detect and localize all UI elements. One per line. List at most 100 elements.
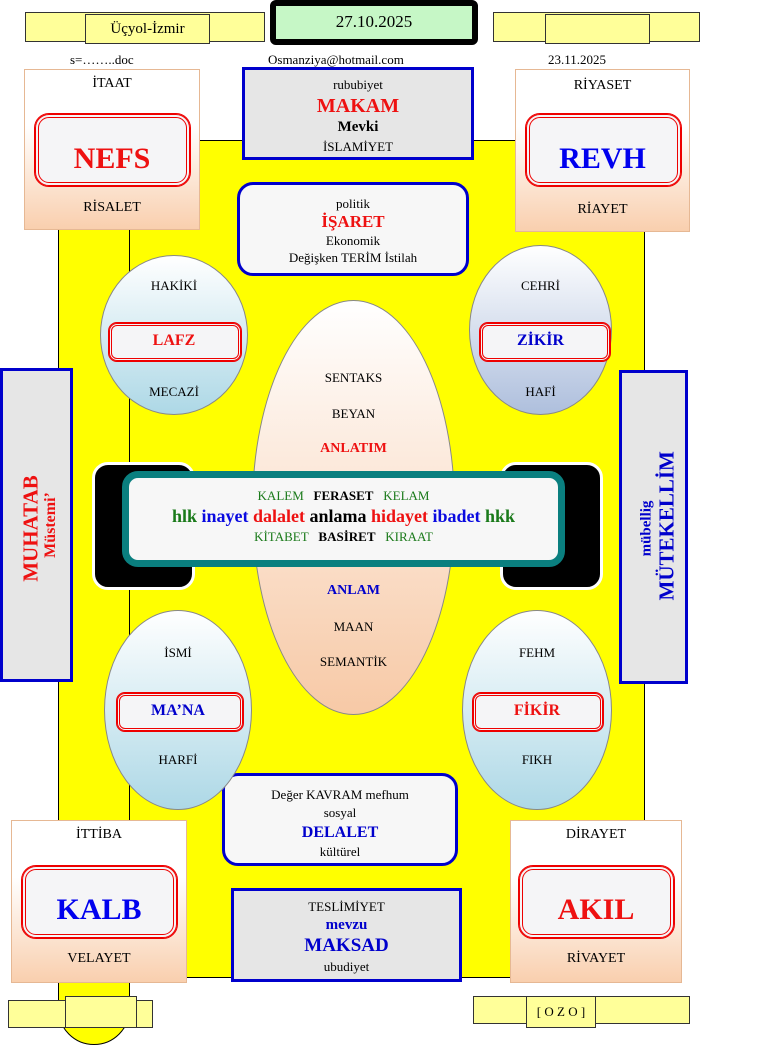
fikir-bottom: FIKH bbox=[521, 752, 553, 767]
lafz-bottom: MECAZİ bbox=[149, 384, 199, 399]
mana-bottom: HARFİ bbox=[158, 752, 198, 767]
delalet-l4: kültürel bbox=[319, 844, 361, 859]
maksad-l2: mevzu bbox=[325, 917, 368, 933]
isaret-box: politik İŞARET Ekonomik Değişken TERİM İ… bbox=[237, 182, 469, 276]
nefs-top: İTAAT bbox=[92, 76, 132, 91]
akil-card: DİRAYET AKIL RİVAYET bbox=[510, 820, 682, 983]
center-banner: KALEM FERASET KELAM hlk inayet dalalet a… bbox=[122, 471, 565, 567]
nefs-main: NEFS bbox=[73, 142, 151, 175]
isaret-l2: İŞARET bbox=[321, 212, 385, 231]
makam-l4: İSLAMİYET bbox=[322, 139, 394, 154]
delalet-l2: sosyal bbox=[323, 805, 357, 820]
maksad-box: TESLİMİYET mevzu MAKSAD ubudiyet bbox=[231, 888, 462, 982]
mana-box bbox=[116, 692, 244, 732]
zikir-box bbox=[479, 322, 611, 362]
muhatab-label: MUHATAB bbox=[18, 475, 43, 582]
bottom-left-ribbon-box bbox=[65, 996, 137, 1028]
delalet-l1: Değer KAVRAM mefhum bbox=[271, 787, 409, 802]
word-dalalet: dalalet bbox=[252, 506, 305, 526]
makam-box: rububiyet MAKAM Mevki İSLAMİYET bbox=[242, 67, 474, 160]
makam-l1: rububiyet bbox=[333, 77, 383, 92]
top-right-ribbon-box bbox=[545, 14, 650, 44]
word-inayet: inayet bbox=[201, 506, 249, 526]
zikir-top: CEHRİ bbox=[521, 278, 560, 293]
isaret-l4: Değişken TERİM İstilah bbox=[288, 250, 418, 265]
kitabet-label: KİTABET bbox=[254, 529, 309, 544]
muhatab-panel: MUHATAB Müstemi’ bbox=[0, 368, 73, 682]
maksad-l3: MAKSAD bbox=[304, 935, 389, 956]
akil-top: DİRAYET bbox=[565, 827, 627, 842]
banner-row-3: KİTABET BASİRET KIRAAT bbox=[129, 528, 558, 545]
fikir-ellipse: FEHM FİKİR FIKH bbox=[462, 610, 612, 810]
zikir-ellipse: CEHRİ ZİKİR HAFİ bbox=[469, 245, 612, 415]
revh-card: RİYASET REVH RİAYET bbox=[515, 69, 690, 232]
revh-main: REVH bbox=[559, 142, 646, 175]
revh-bottom: RİAYET bbox=[577, 202, 628, 217]
center-top-1: SENTAKS bbox=[324, 370, 383, 385]
fikir-main: FİKİR bbox=[513, 702, 561, 719]
kiraat-label: KIRAAT bbox=[385, 529, 433, 544]
fikir-box bbox=[472, 692, 604, 732]
revh-box bbox=[525, 113, 682, 187]
word-anlama: anlama bbox=[309, 506, 367, 526]
footer-tag: [ O Z O ] bbox=[536, 1004, 586, 1019]
location-label-box: Üçyol-İzmir bbox=[85, 14, 210, 44]
email-label: Osmanziya@hotmail.com bbox=[268, 52, 404, 67]
makam-l3: Mevki bbox=[337, 119, 379, 135]
mustemi-label: Müstemi’ bbox=[42, 492, 59, 558]
kalb-main: KALB bbox=[56, 893, 142, 926]
date2-label: 23.11.2025 bbox=[548, 52, 607, 67]
maksad-l1: TESLİMİYET bbox=[308, 899, 385, 914]
mutekellim-panel: mübellig MÜTEKELLİM bbox=[619, 370, 688, 684]
word-hidayet: hidayet bbox=[370, 506, 428, 526]
kalb-box bbox=[21, 865, 178, 939]
akil-box bbox=[518, 865, 675, 939]
mana-ellipse: İSMİ MA’NA HARFİ bbox=[104, 610, 252, 810]
center-bottom-1: ANLAM bbox=[327, 583, 380, 598]
mana-top: İSMİ bbox=[164, 645, 192, 660]
date-text: 27.10.2025 bbox=[335, 12, 413, 31]
footer-tag-box: [ O Z O ] bbox=[526, 996, 596, 1028]
nefs-card: İTAAT NEFS RİSALET bbox=[24, 69, 200, 230]
akil-bottom: RİVAYET bbox=[566, 951, 626, 966]
center-top-3: ANLATIM bbox=[320, 441, 387, 456]
center-bottom-2: MAAN bbox=[333, 619, 374, 634]
zikir-bottom: HAFİ bbox=[525, 384, 556, 399]
nefs-bottom: RİSALET bbox=[83, 200, 141, 215]
word-ibadet: ibadet bbox=[432, 506, 481, 526]
isaret-l3: Ekonomik bbox=[325, 233, 381, 248]
date-box: 27.10.2025 bbox=[270, 0, 478, 45]
delalet-box: Değer KAVRAM mefhum sosyal DELALET kültü… bbox=[222, 773, 458, 866]
lafz-ellipse: HAKİKİ LAFZ MECAZİ bbox=[100, 255, 248, 415]
feraset-label: FERASET bbox=[313, 488, 374, 503]
zikir-main: ZİKİR bbox=[516, 332, 565, 349]
lafz-top: HAKİKİ bbox=[150, 278, 198, 293]
lafz-main: LAFZ bbox=[152, 332, 196, 349]
lafz-box bbox=[108, 322, 242, 362]
makam-l2: MAKAM bbox=[316, 95, 400, 117]
isaret-l1: politik bbox=[336, 196, 370, 211]
kalem-label: KALEM bbox=[257, 488, 304, 503]
maksad-l4: ubudiyet bbox=[323, 959, 370, 974]
mana-main: MA’NA bbox=[151, 702, 205, 719]
kalb-bottom: VELAYET bbox=[67, 951, 131, 966]
center-bottom-3: SEMANTİK bbox=[319, 654, 388, 669]
kalb-card: İTTİBA KALB VELAYET bbox=[11, 820, 187, 983]
kalb-top: İTTİBA bbox=[76, 827, 122, 842]
center-top-2: BEYAN bbox=[331, 406, 376, 421]
location-label: Üçyol-İzmir bbox=[110, 21, 185, 37]
mutekellim-label: MÜTEKELLİM bbox=[654, 451, 679, 601]
kelam-label: KELAM bbox=[383, 488, 430, 503]
banner-row-2: hlk inayet dalalet anlama hidayet ibadet… bbox=[129, 504, 558, 528]
nefs-box bbox=[34, 113, 191, 187]
delalet-l3: DELALET bbox=[301, 824, 379, 841]
file-label: s=……..doc bbox=[70, 52, 134, 67]
mubellig-label: mübellig bbox=[638, 500, 655, 557]
word-hkk: hkk bbox=[485, 506, 516, 526]
revh-top: RİYASET bbox=[573, 78, 632, 93]
akil-main: AKIL bbox=[557, 893, 635, 926]
word-hlk: hlk bbox=[171, 506, 197, 526]
fikir-top: FEHM bbox=[518, 645, 556, 660]
banner-row-1: KALEM FERASET KELAM bbox=[129, 487, 558, 504]
